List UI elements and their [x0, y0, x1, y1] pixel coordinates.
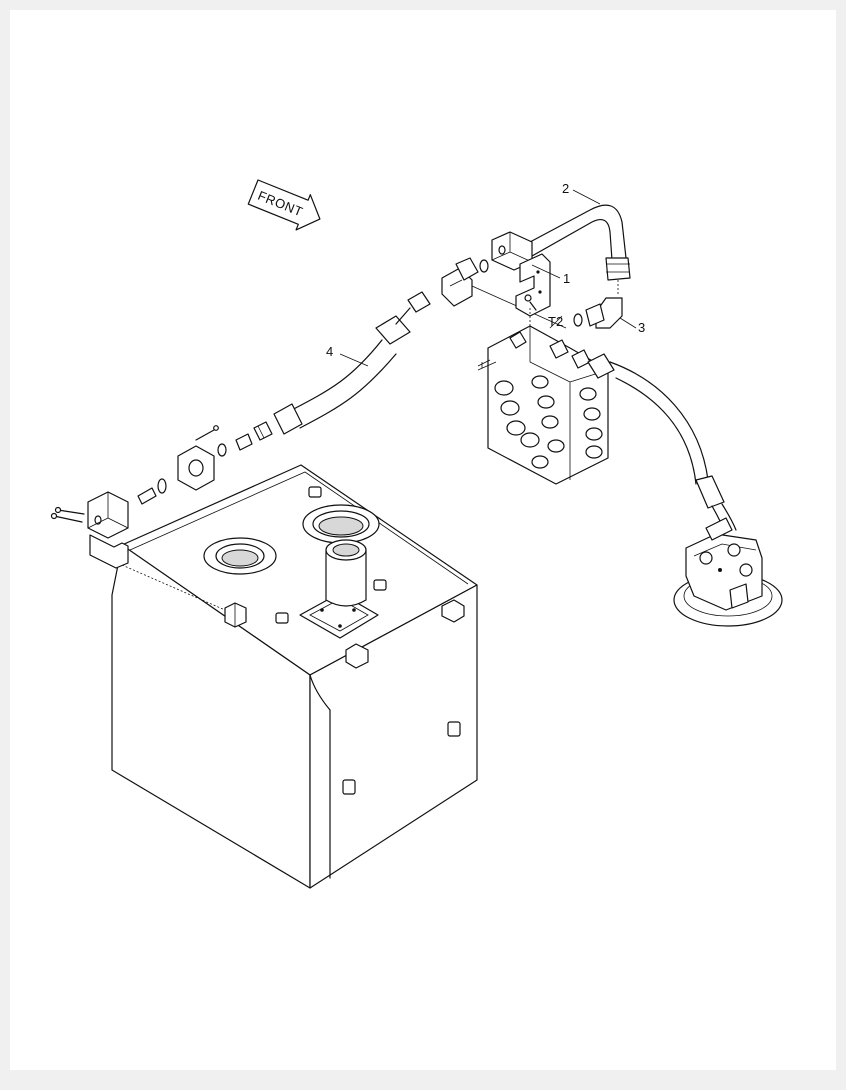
hydraulic-schematic: FRONT [50, 179, 783, 889]
diagram-page: FRONT [10, 10, 836, 1070]
valve-spools [494, 375, 603, 469]
callout-4: 4 [326, 344, 333, 359]
front-arrow: FRONT [247, 179, 321, 231]
callout-t2: T2 [548, 314, 563, 329]
callout-2: 2 [562, 181, 569, 196]
elbow-3 [573, 297, 623, 329]
leader-lines [339, 189, 637, 367]
callout-3: 3 [638, 320, 645, 335]
callout-1: 1 [563, 271, 570, 286]
block-1 [491, 231, 551, 317]
hose-2 [529, 204, 631, 296]
swing-motor [673, 517, 783, 627]
hydraulic-tank [111, 464, 478, 889]
left-fitting-chain [50, 421, 273, 569]
motor-hose [587, 353, 737, 531]
hose-4 [273, 291, 431, 435]
control-valve [477, 306, 609, 485]
